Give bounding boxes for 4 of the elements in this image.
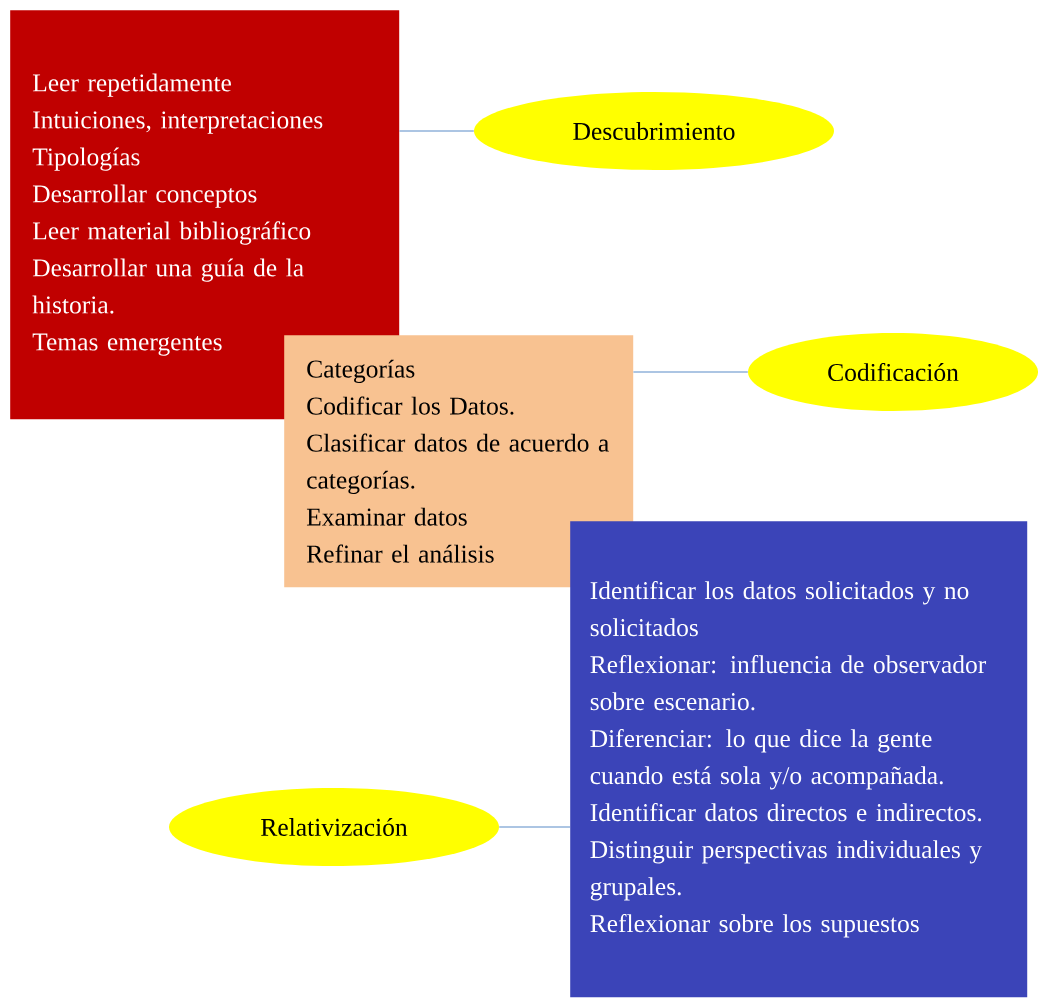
connector-line bbox=[498, 826, 571, 828]
text-box: Identificar los datos solicitados y no solicitados Reflexionar: influencia de observador sobre escenario. Diferenciar: lo que dice la gente cuando está sola y/o acompañada. Identificar datos directos e indirectos. Distinguir perspectivas individuales y grupales. Reflexionar sobre los supuestos bbox=[570, 521, 1028, 998]
connector-line bbox=[398, 130, 475, 132]
connector-line bbox=[632, 371, 749, 373]
